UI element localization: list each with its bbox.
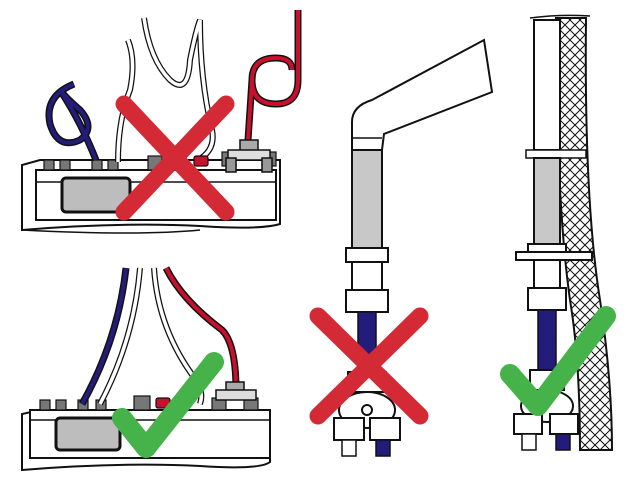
panel-bottom-left — [21, 266, 271, 472]
supply-pipe-2 — [533, 19, 561, 151]
green-check-icon-2 — [500, 306, 616, 416]
red-hose-looped — [244, 10, 302, 141]
mounting-nuts-2 — [39, 395, 259, 411]
outlet-pipes-2 — [521, 433, 571, 451]
t-connector — [225, 139, 273, 173]
compression-fittings-2 — [515, 243, 593, 311]
red-cross-icon — [115, 95, 235, 221]
blue-pipe-section-2 — [537, 309, 557, 371]
panel-right — [500, 14, 616, 451]
panel-top-left — [21, 10, 302, 234]
clamp-top — [525, 149, 587, 159]
mixer-handle-slot-2 — [54, 416, 122, 452]
outlet-pipes — [341, 439, 391, 457]
green-check-icon — [112, 352, 224, 458]
grey-pipe-section — [533, 157, 561, 245]
red-cross-icon-2 — [309, 307, 429, 425]
compression-fittings — [345, 247, 389, 313]
blue-hose-straight — [78, 267, 130, 406]
panel-middle — [309, 38, 494, 457]
t-connector-2 — [215, 381, 257, 401]
spout-pipe — [351, 38, 494, 151]
supply-pipe — [351, 149, 383, 249]
